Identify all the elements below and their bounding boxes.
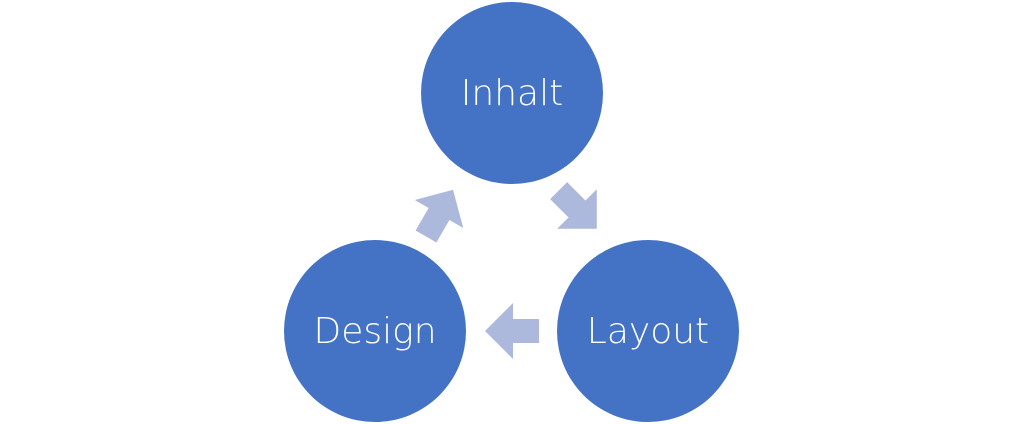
node-inhalt-label: Inhalt bbox=[460, 72, 564, 114]
node-layout-label: Layout bbox=[586, 310, 710, 352]
node-design: Design bbox=[284, 240, 466, 422]
arrow-inhalt-to-layout bbox=[550, 182, 597, 229]
arrow-layout-to-design bbox=[485, 303, 539, 359]
node-design-label: Design bbox=[313, 310, 437, 352]
node-inhalt: Inhalt bbox=[421, 2, 603, 184]
arrow-design-to-inhalt bbox=[414, 189, 464, 243]
node-layout: Layout bbox=[557, 240, 739, 422]
